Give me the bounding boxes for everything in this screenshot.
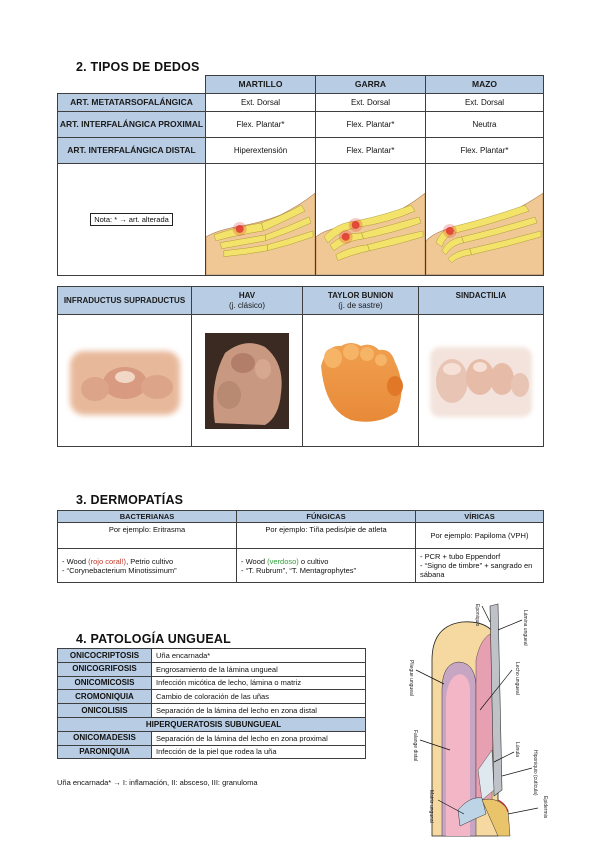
section-heading-toe-types: 2. TIPOS DE DEDOS bbox=[76, 60, 200, 74]
definition: Uña encarnada* bbox=[151, 648, 366, 663]
term-cromoniquia: CROMONIQUIA bbox=[57, 689, 152, 705]
term-hiperqueratosis: HIPERQUERATOSIS SUBUNGUEAL bbox=[57, 716, 366, 732]
col-header-viricas: VÍRICAS bbox=[415, 510, 544, 523]
cell: Hiperextensión bbox=[205, 137, 316, 164]
corner-cell bbox=[57, 75, 206, 94]
definition: Infección micótica de lecho, lámina o ma… bbox=[151, 675, 366, 691]
col-header-fungicas: FÚNGICAS bbox=[236, 510, 416, 523]
term-onicomicosis: ONICOMICOSIS bbox=[57, 675, 152, 691]
definition: Separación de la lámina del lecho en zon… bbox=[151, 730, 366, 746]
foot-skeleton-icon bbox=[316, 192, 425, 275]
deformities-table: INFRADUCTUS SUPRADUCTUS HAV(j. clásico) … bbox=[57, 286, 544, 447]
col-header-sindactilia: SINDACTILIA bbox=[418, 286, 544, 315]
term-onicocriptosis: ONICOCRIPTOSIS bbox=[57, 648, 152, 663]
definition: Infección de la piel que rodea la uña bbox=[151, 744, 366, 760]
details-fungicas: - Wood (verdoso) o cultivo - “T. Rubrum”… bbox=[236, 548, 416, 583]
photo-sindactilia bbox=[418, 314, 544, 447]
photo-hav bbox=[191, 314, 303, 447]
ingrown-nail-footnote: Uña encarnada* → I: inflamación, II: abs… bbox=[57, 778, 258, 787]
details-bacterianas: - Wood (rojo coral!), Petrio cultivo - “… bbox=[57, 548, 237, 583]
label-pliegue: Pliegue ungueal bbox=[408, 660, 414, 696]
foot-skeleton-icon bbox=[426, 192, 543, 275]
foot-illustration-martillo bbox=[205, 163, 316, 276]
example-viricas: Por ejemplo: Papiloma (VPH) bbox=[415, 522, 544, 549]
details-viricas: - PCR + tubo Eppendorf - “Signo de timbr… bbox=[415, 548, 544, 583]
definition: Engrosamiento de la lámina ungueal bbox=[151, 661, 366, 677]
cell: Flex. Plantar* bbox=[315, 137, 426, 164]
label-epidermis: Epidermis bbox=[542, 796, 548, 819]
cell: Flex. Plantar* bbox=[315, 111, 426, 138]
cell: Ext. Dorsal bbox=[315, 93, 426, 112]
label-hiponiquio: Hiponiquio (cutícula) bbox=[532, 750, 538, 796]
term-onicolisis: ONICOLISIS bbox=[57, 703, 152, 718]
label-lamina: Lámina ungueal bbox=[522, 610, 528, 646]
label-lunula: Lúnula bbox=[514, 742, 520, 757]
cell: Ext. Dorsal bbox=[425, 93, 544, 112]
example-fungicas: Por ejemplo: Tiña pedis/pie de atleta bbox=[236, 522, 416, 549]
nail-anatomy-diagram: Eponiquio Lámina ungueal Pliegue ungueal… bbox=[408, 603, 548, 837]
label-lecho: Lecho ungueal bbox=[514, 662, 520, 695]
cell: Neutra bbox=[425, 111, 544, 138]
hav-photo-icon bbox=[205, 332, 289, 429]
col-header-bacterianas: BACTERIANAS bbox=[57, 510, 237, 523]
section-heading-nail-pathology: 4. PATOLOGÍA UNGUEAL bbox=[76, 632, 231, 646]
note-box: Nota: * → art. alterada bbox=[90, 213, 173, 226]
definition: Separación de la lámina del lecho en zon… bbox=[151, 703, 366, 718]
cell: Flex. Plantar* bbox=[425, 137, 544, 164]
photo-taylor bbox=[302, 314, 419, 447]
cell: Flex. Plantar* bbox=[205, 111, 316, 138]
col-header-mazo: MAZO bbox=[425, 75, 544, 94]
col-header-martillo: MARTILLO bbox=[205, 75, 316, 94]
row-label-ifp: ART. INTERFALÁNGICA PROXIMAL bbox=[57, 111, 206, 138]
col-header-hav: HAV(j. clásico) bbox=[191, 286, 303, 315]
syndactyly-photo-icon bbox=[430, 346, 532, 417]
note-cell: Nota: * → art. alterada bbox=[57, 163, 206, 276]
label-matriz: Matriz ungueal bbox=[428, 790, 434, 823]
foot-skeleton-icon bbox=[206, 192, 315, 275]
toe-types-table: MARTILLO GARRA MAZO ART. METATARSOFALÁNG… bbox=[57, 75, 544, 276]
col-header-taylor: TAYLOR BUNION(j. de sastre) bbox=[302, 286, 419, 315]
term-onicomadesis: ONICOMADESIS bbox=[57, 730, 152, 746]
definition: Cambio de coloración de las uñas bbox=[151, 689, 366, 705]
row-label-mtf: ART. METATARSOFALÁNGICA bbox=[57, 93, 206, 112]
cell: Ext. Dorsal bbox=[205, 93, 316, 112]
col-header-infraductus: INFRADUCTUS SUPRADUCTUS bbox=[57, 286, 192, 315]
label-falange: Falange distal bbox=[412, 730, 418, 761]
term-paroniquia: PARONIQUIA bbox=[57, 744, 152, 760]
foot-illustration-mazo bbox=[425, 163, 544, 276]
example-bacterianas: Por ejemplo: Eritrasma bbox=[57, 522, 237, 549]
diagram-labels: Eponiquio Lámina ungueal Pliegue ungueal… bbox=[408, 604, 548, 823]
row-label-ifd: ART. INTERFALÁNGICA DISTAL bbox=[57, 137, 206, 164]
photo-infraductus bbox=[57, 314, 192, 447]
label-eponychium: Eponiquio bbox=[474, 604, 480, 626]
dermopathies-table: BACTERIANAS FÚNGICAS VÍRICAS Por ejemplo… bbox=[57, 510, 544, 583]
section-heading-dermopathies: 3. DERMOPATÍAS bbox=[76, 493, 184, 507]
toes-photo-icon bbox=[69, 350, 180, 415]
col-header-garra: GARRA bbox=[315, 75, 426, 94]
taylor-photo-icon bbox=[320, 342, 403, 422]
foot-illustration-garra bbox=[315, 163, 426, 276]
term-onicogrifosis: ONICOGRIFOSIS bbox=[57, 661, 152, 677]
